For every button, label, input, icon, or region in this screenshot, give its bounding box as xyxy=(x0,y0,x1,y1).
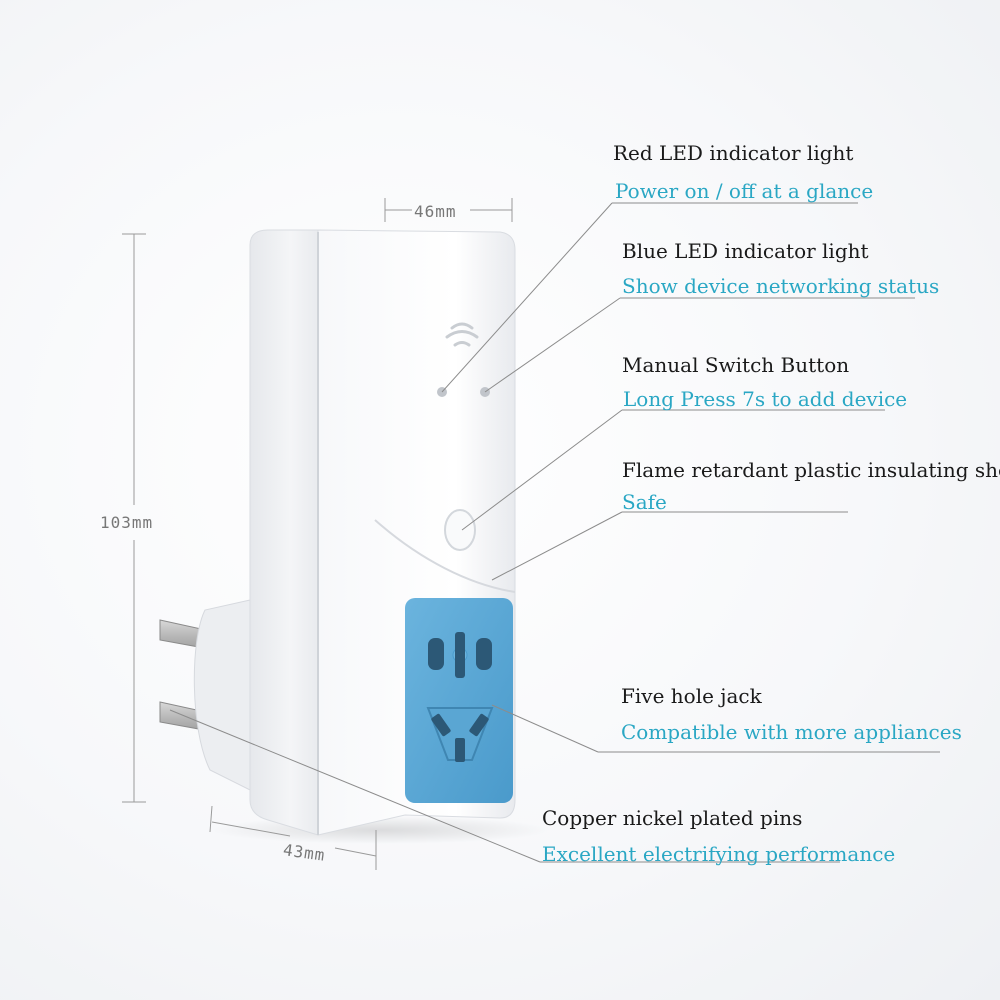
dimension-lines xyxy=(122,198,513,870)
side-shell xyxy=(249,229,319,836)
wifi-icon xyxy=(445,322,479,347)
manual-switch-button[interactable] xyxy=(444,509,476,551)
callout-red-led-subtitle: Power on / off at a glance xyxy=(615,179,874,203)
socket-face xyxy=(405,598,513,803)
callout-switch-subtitle: Long Press 7s to add device xyxy=(623,387,908,411)
callout-red-led-title: Red LED indicator light xyxy=(613,141,854,165)
plug-base xyxy=(193,599,251,791)
callout-blue-led-title: Blue LED indicator light xyxy=(622,239,869,263)
callout-pins-subtitle: Excellent electrifying performance xyxy=(542,842,896,866)
five-hole-jack xyxy=(426,632,494,762)
callout-jack-subtitle: Compatible with more appliances xyxy=(621,720,962,744)
callout-blue-led-subtitle: Show device networking status xyxy=(622,274,940,298)
callout-shell-subtitle: Safe xyxy=(622,490,667,514)
callout-jack-title: Five hole jack xyxy=(621,684,762,708)
front-curve xyxy=(374,519,516,593)
width-dimension-label: 46mm xyxy=(414,202,457,221)
leader-lines xyxy=(169,202,940,863)
callout-pins-title: Copper nickel plated pins xyxy=(542,806,803,830)
callout-switch-title: Manual Switch Button xyxy=(622,353,850,377)
height-dimension-label: 103mm xyxy=(100,513,154,532)
callout-shell-title: Flame retardant plastic insulating shell xyxy=(622,458,1000,482)
